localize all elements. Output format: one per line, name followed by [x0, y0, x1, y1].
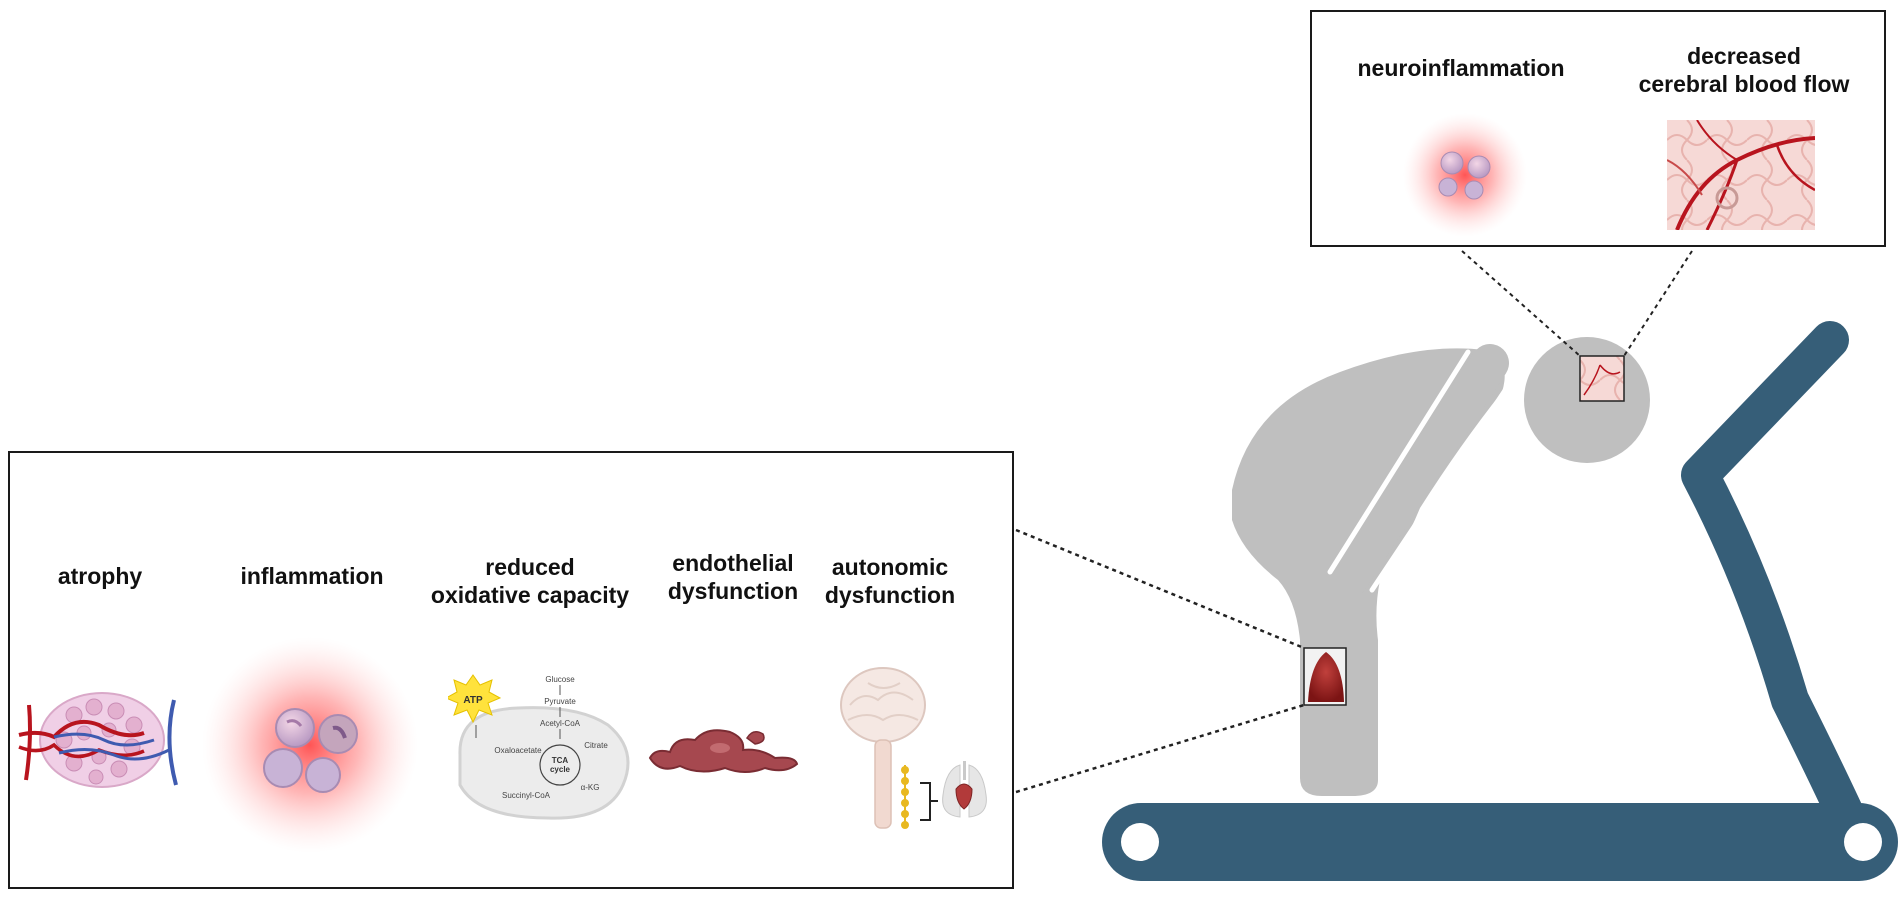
- label-cbf-line2: cerebral blood flow: [1638, 71, 1850, 97]
- treadmill-rail: [1681, 321, 1874, 854]
- autonomic-illustration: [840, 667, 987, 829]
- oxaloacetate-label: Oxaloacetate: [494, 746, 542, 755]
- atp-burst: [448, 674, 502, 724]
- inflammation-illustration: [202, 637, 418, 853]
- label-neuroinflammation: neuroinflammation: [1357, 55, 1565, 81]
- label-autonomic-line1: autonomic: [831, 554, 949, 580]
- label-atrophy: atrophy: [57, 563, 143, 589]
- label-oxidative-line2: oxidative capacity: [430, 582, 630, 608]
- succinyl-coa-label: Succinyl-CoA: [502, 791, 551, 800]
- zoom-line-brain-left: [1461, 250, 1581, 357]
- pyruvate-label: Pyruvate: [544, 697, 576, 706]
- zoom-line-muscle-top: [1015, 528, 1305, 650]
- zoom-line-brain-right: [1623, 250, 1693, 357]
- figure-arm: [1331, 344, 1509, 597]
- label-inflammation: inflammation: [240, 563, 384, 589]
- label-endothelial-line1: endothelial: [672, 550, 794, 576]
- belt-roller-right: [1844, 823, 1882, 861]
- label-endothelial-line2: dysfunction: [667, 578, 799, 604]
- label-cbf-line1: decreased: [1687, 43, 1801, 69]
- mitochondria-illustration: ATP Glucose Pyruvate Acetyl-CoA TCA cycl…: [448, 674, 630, 820]
- muscle-zoom-marker: [1303, 647, 1347, 706]
- atrophy-illustration: [18, 692, 178, 788]
- human-figure: [1232, 337, 1650, 796]
- cycle-label: cycle: [550, 765, 571, 774]
- citrate-label: Citrate: [584, 741, 608, 750]
- atp-label: ATP: [463, 695, 483, 706]
- belt-roller-left: [1121, 823, 1159, 861]
- neuroinflammation-illustration: [1403, 113, 1527, 237]
- glucose-label: Glucose: [545, 675, 575, 684]
- endothelial-illustration: [648, 729, 799, 773]
- treadmill-belt: [1102, 803, 1898, 881]
- label-oxidative-line1: reduced: [485, 554, 575, 580]
- label-autonomic-line2: dysfunction: [824, 582, 956, 608]
- cerebral-blood-flow-illustration: [1667, 120, 1815, 230]
- tca-label: TCA: [552, 756, 569, 765]
- acetyl-coa-label: Acetyl-CoA: [540, 719, 581, 728]
- akg-label: α-KG: [581, 783, 600, 792]
- zoom-line-muscle-bottom: [1015, 703, 1305, 794]
- treadmill: [1102, 321, 1898, 881]
- brain-zoom-marker: [1579, 355, 1625, 402]
